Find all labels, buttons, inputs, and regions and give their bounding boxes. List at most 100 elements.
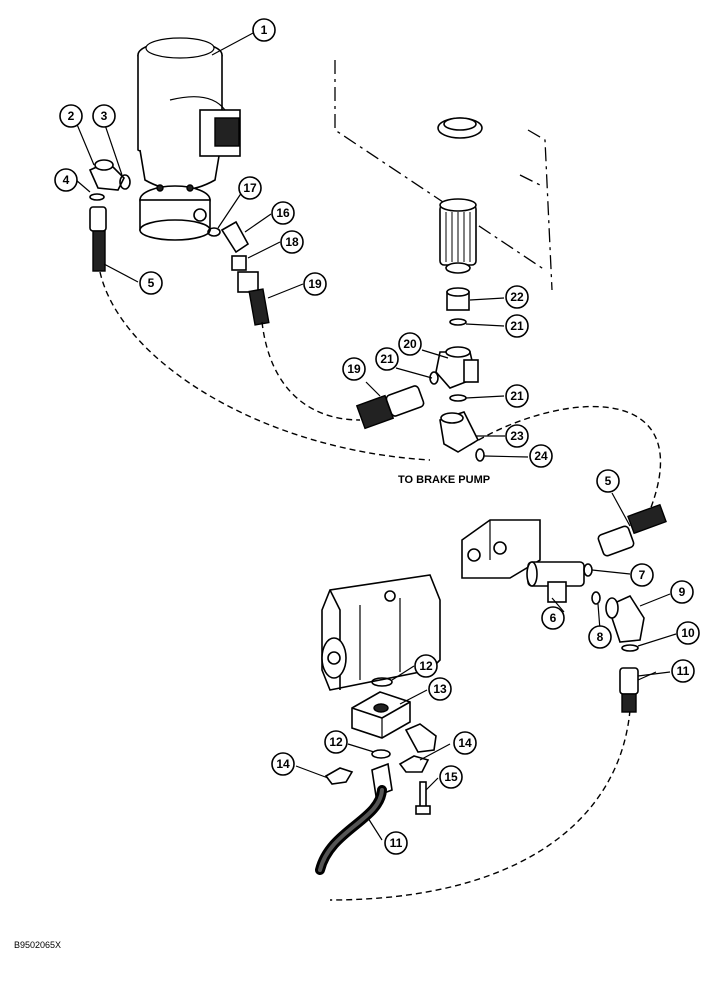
svg-text:11: 11 (677, 664, 690, 678)
elbow-fitting-9 (605, 594, 645, 643)
callout-7: 7 (630, 563, 654, 587)
svg-text:19: 19 (308, 277, 322, 291)
svg-text:17: 17 (243, 181, 257, 195)
svg-text:14: 14 (276, 757, 290, 771)
suction-hose-11 (315, 762, 393, 875)
callout-12-top: 12 (414, 654, 438, 678)
callout-6: 6 (541, 606, 565, 630)
callout-21-mid: 21 (505, 384, 529, 408)
o-ring-21c (449, 394, 467, 402)
svg-text:8: 8 (597, 630, 604, 644)
callout-21-top: 21 (505, 314, 529, 338)
callout-15: 15 (439, 765, 463, 789)
o-ring-21a (449, 318, 467, 326)
callout-17: 17 (238, 176, 262, 200)
svg-text:21: 21 (510, 389, 524, 403)
callout-18: 18 (280, 230, 304, 254)
svg-text:24: 24 (534, 449, 548, 463)
o-ring-3 (89, 193, 105, 201)
callout-19-lower: 19 (342, 357, 366, 381)
svg-text:2: 2 (68, 109, 75, 123)
fitting-22 (446, 287, 470, 311)
svg-text:21: 21 (380, 352, 394, 366)
callout-4: 3 (92, 104, 116, 128)
elbow-fitting-16 (220, 220, 250, 254)
svg-text:6: 6 (550, 611, 557, 625)
svg-text:5: 5 (148, 276, 155, 290)
svg-text:10: 10 (681, 626, 695, 640)
gear-pump (321, 574, 441, 691)
hose-19-lower-end (355, 385, 425, 430)
callout-13: 13 (428, 677, 452, 701)
svg-text:12: 12 (419, 659, 433, 673)
o-ring-17 (207, 227, 221, 237)
o-ring-4 (119, 174, 131, 190)
bolt-15 (415, 781, 431, 815)
callout-24: 24 (529, 444, 553, 468)
callout-14-right: 14 (453, 731, 477, 755)
clamp-half-14-left (324, 767, 354, 785)
hose-11-run (329, 709, 631, 901)
svg-text:23: 23 (510, 429, 524, 443)
callout-21-left: 21 (375, 347, 399, 371)
callout-10: 10 (676, 621, 700, 645)
callout-14-left: 14 (271, 752, 295, 776)
callout-11-bottom: 11 (384, 831, 408, 855)
svg-text:21: 21 (510, 319, 524, 333)
leader-lines (75, 31, 677, 841)
svg-text:14: 14 (458, 736, 472, 750)
adapter-18 (231, 255, 247, 271)
svg-text:4: 4 (63, 173, 70, 187)
hose-5-right-end (597, 503, 667, 557)
filter-element (439, 198, 477, 274)
callout-5-right: 5 (596, 469, 620, 493)
callout-11-right: 11 (671, 659, 695, 683)
callout-19-upper: 19 (303, 272, 327, 296)
callout-9: 9 (670, 580, 694, 604)
motor-pump-assembly (137, 37, 241, 241)
reservoir-tank (334, 60, 553, 291)
svg-text:20: 20 (403, 337, 417, 351)
svg-text:18: 18 (285, 235, 299, 249)
o-ring-7 (583, 563, 593, 577)
flange-13 (351, 691, 411, 739)
reference-code: B9502065X (14, 940, 61, 950)
tee-fitting-20 (435, 346, 479, 389)
svg-text:16: 16 (276, 206, 290, 220)
tee-fitting-6 (526, 561, 585, 603)
o-ring-10 (621, 644, 639, 652)
svg-text:19: 19 (347, 362, 361, 376)
callout-23: 23 (505, 424, 529, 448)
hose-19-run (261, 321, 361, 421)
o-ring-12a (371, 677, 393, 687)
hose-19-upper-end (237, 271, 270, 326)
svg-text:12: 12 (329, 735, 343, 749)
elbow-fitting-23 (439, 411, 480, 453)
svg-text:3: 3 (101, 109, 108, 123)
callout-8: 8 (588, 625, 612, 649)
callout-1: 1 (252, 18, 276, 42)
svg-text:22: 22 (510, 290, 524, 304)
svg-text:1: 1 (261, 23, 268, 37)
hose-5-right-run (469, 405, 662, 511)
callout-22: 22 (505, 285, 529, 309)
callout-12-bottom: 12 (324, 730, 348, 754)
callout-5-left: 5 (139, 271, 163, 295)
o-ring-12b (371, 749, 391, 759)
svg-text:11: 11 (390, 836, 403, 850)
callout-20: 20 (398, 332, 422, 356)
o-ring-8 (591, 591, 601, 605)
svg-text:15: 15 (444, 770, 458, 784)
o-ring-24 (475, 448, 485, 462)
to-brake-pump-label: TO BRAKE PUMP (398, 474, 490, 486)
hose-11-right-end (619, 667, 639, 713)
hose-5-left-end (89, 206, 107, 272)
svg-text:13: 13 (433, 682, 447, 696)
callout-3: 4 (54, 168, 78, 192)
callout-16: 16 (271, 201, 295, 225)
callout-2: 2 (59, 104, 83, 128)
hose-5-run (99, 271, 431, 461)
valve-block (461, 519, 541, 579)
